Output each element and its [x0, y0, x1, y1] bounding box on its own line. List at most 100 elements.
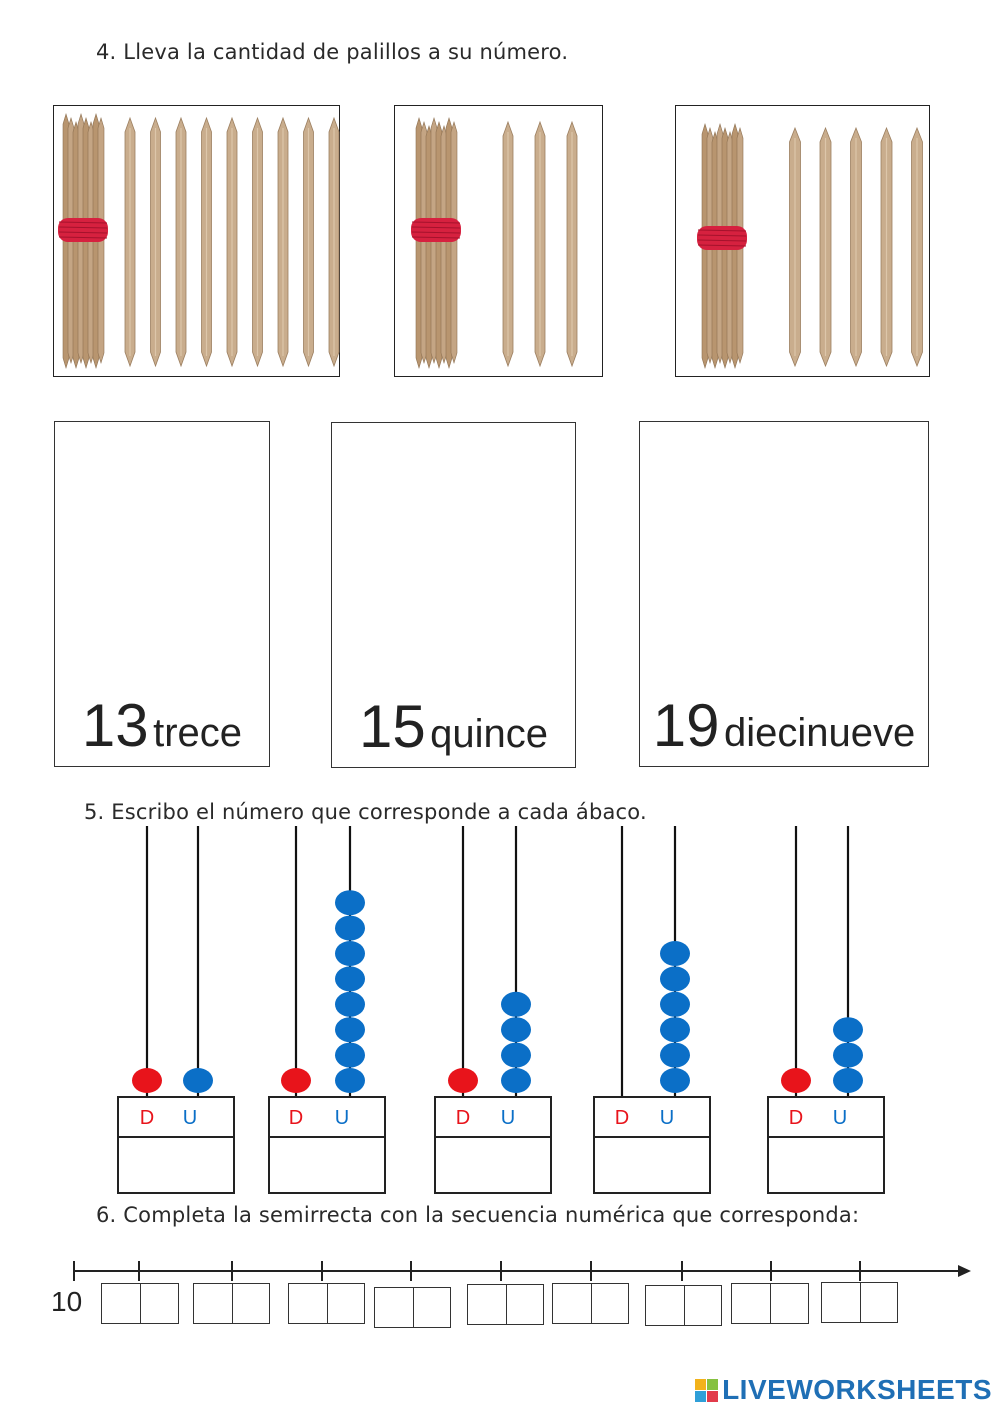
units-bead [335, 1042, 365, 1068]
toothpick [328, 116, 340, 368]
box-divider [231, 1284, 233, 1323]
instruction-4: 4. Lleva la cantidad de palillos a su nú… [96, 40, 569, 64]
units-bead [833, 1042, 863, 1068]
toothpick [789, 126, 801, 368]
target-word: trece [153, 711, 243, 755]
toothpick [124, 116, 136, 368]
toothpick [226, 116, 238, 368]
liveworksheets-icon [695, 1378, 719, 1402]
sequence-answer-box[interactable] [821, 1282, 898, 1323]
brand-name: LIVEWORKSHEETS [722, 1374, 992, 1405]
target-number: 15 [358, 693, 426, 760]
units-bead [501, 1068, 531, 1093]
toothpick-photo-3[interactable] [675, 105, 930, 377]
drop-target-15[interactable]: 15 quince [331, 422, 576, 768]
box-divider [683, 1286, 685, 1325]
toothpick [175, 116, 187, 368]
liveworksheets-logo: LIVEWORKSHEETS [695, 1374, 992, 1406]
sequence-answer-box[interactable] [731, 1283, 809, 1324]
tens-label: D [789, 1107, 803, 1129]
sequence-answer-box[interactable] [101, 1283, 179, 1324]
instruction-6: 6. Completa la semirrecta con la secuenc… [96, 1203, 860, 1227]
rubber-band [58, 218, 108, 242]
sequence-answer-box[interactable] [645, 1285, 722, 1326]
toothpick [819, 126, 832, 368]
target-number: 13 [81, 692, 149, 759]
toothpick [201, 116, 212, 368]
target-word: quince [430, 712, 549, 756]
drop-target-19[interactable]: 19 diecinueve [639, 421, 929, 767]
units-bead [335, 941, 365, 966]
toothpick-photo-1[interactable] [53, 105, 340, 377]
toothpick-bundle-image [411, 116, 578, 370]
units-label: U [501, 1107, 515, 1129]
toothpick [880, 126, 893, 368]
target-word: diecinueve [723, 711, 916, 755]
units-bead [660, 941, 690, 966]
abacus-answer-field[interactable] [271, 1139, 383, 1191]
units-label: U [660, 1107, 674, 1129]
units-bead [833, 1068, 863, 1093]
units-label: U [183, 1107, 197, 1129]
toothpick [911, 126, 923, 368]
units-bead [335, 991, 365, 1017]
abacus-answer-field[interactable] [120, 1139, 232, 1191]
box-divider [140, 1284, 141, 1323]
units-label: U [833, 1107, 847, 1129]
toothpick [303, 116, 314, 368]
sequence-answer-box[interactable] [552, 1283, 629, 1324]
abacus-answer-field[interactable] [437, 1139, 549, 1191]
tens-bead [781, 1068, 811, 1093]
toothpick [502, 120, 514, 368]
box-divider [770, 1284, 771, 1323]
toothpick-bundle-image [697, 122, 923, 370]
toothpick-photo-2[interactable] [394, 105, 603, 377]
sequence-answer-box[interactable] [467, 1284, 544, 1325]
units-bead [660, 1042, 690, 1068]
units-bead [335, 915, 365, 941]
box-divider [326, 1284, 328, 1323]
toothpick-bundle [411, 116, 461, 370]
abacus-answer-field[interactable] [770, 1139, 882, 1191]
units-bead [335, 1068, 365, 1093]
units-bead [660, 966, 690, 992]
tens-bead [132, 1068, 162, 1093]
units-bead [833, 1017, 863, 1043]
sequence-answer-box[interactable] [374, 1287, 451, 1328]
units-label: U [335, 1107, 349, 1129]
sequence-answer-box[interactable] [193, 1283, 270, 1324]
tens-label: D [456, 1107, 470, 1129]
toothpick [534, 120, 546, 368]
drop-target-13[interactable]: 13 trece [54, 421, 270, 767]
toothpick [850, 126, 862, 368]
box-divider [412, 1288, 414, 1327]
tens-label: D [140, 1107, 154, 1129]
units-bead [660, 991, 690, 1017]
abacus-answer-field[interactable] [596, 1139, 708, 1191]
target-label: 13 trece [55, 691, 269, 760]
toothpick-bundle-image [58, 112, 340, 370]
units-bead [335, 890, 365, 916]
toothpick-bundle [58, 112, 108, 370]
units-bead [183, 1068, 213, 1093]
instruction-5: 5. Escribo el número que corresponde a c… [84, 800, 647, 824]
units-bead [335, 1017, 365, 1043]
rubber-band [697, 226, 747, 250]
rubber-band [411, 218, 461, 242]
box-divider [859, 1283, 861, 1322]
units-bead [335, 966, 365, 992]
sequence-answer-box[interactable] [288, 1283, 365, 1324]
target-number: 19 [652, 692, 720, 759]
units-bead [660, 1017, 690, 1043]
tens-label: D [615, 1107, 629, 1129]
box-divider [590, 1284, 592, 1323]
toothpick [566, 120, 578, 368]
target-label: 15 quince [332, 692, 575, 761]
tens-bead [281, 1068, 311, 1093]
toothpick [277, 116, 289, 368]
toothpick-bundle [697, 122, 747, 370]
